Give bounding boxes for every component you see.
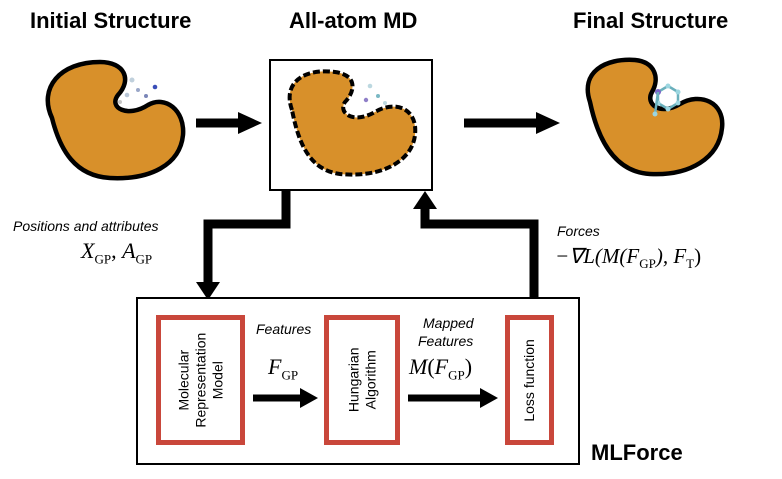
forces-math-label: −∇L(M(FGP), FT)	[555, 244, 702, 272]
features-label: Features	[256, 321, 312, 337]
hungarian-algorithm-box: Hungarian Algorithm	[324, 315, 400, 445]
initial-protein-shape	[45, 59, 186, 181]
arrow-forces-up	[420, 207, 539, 298]
mapped-label: Mapped	[423, 315, 474, 331]
loss-gradient-tail: ), F	[655, 244, 687, 268]
features-math-label: FGP	[268, 354, 298, 383]
hungarian-line-1: Hungarian	[345, 347, 362, 413]
loss-function-label: Loss function	[521, 338, 538, 422]
x-symbol: X	[81, 238, 95, 263]
mapped-f-subscript: GP	[448, 367, 465, 383]
ligand-molecule-icon	[652, 83, 681, 117]
molecular-representation-box: Molecular Representation Model	[156, 315, 245, 445]
features-f-subscript: GP	[281, 367, 299, 383]
positions-attributes-label: Positions and attributes	[13, 218, 159, 234]
mapped-features-label: Features	[418, 333, 474, 349]
f-subscript: GP	[639, 256, 656, 272]
positions-math-label: XGP, AGP	[81, 238, 153, 267]
final-structure-title: Final Structure	[573, 8, 729, 33]
a-symbol: A	[122, 238, 136, 263]
mlforce-label: MLForce	[591, 440, 683, 465]
mapped-math-label: M(FGP)	[409, 354, 473, 383]
md-protein-shape	[287, 69, 418, 177]
t-subscript: T	[686, 256, 695, 272]
all-atom-md-title: All-atom MD	[289, 8, 418, 33]
initial-structure-title: Initial Structure	[30, 8, 192, 33]
final-protein-shape	[585, 57, 725, 177]
molecular-line-3: Model	[208, 360, 225, 400]
x-subscript: GP	[94, 251, 112, 267]
molecular-line-2: Representation	[192, 332, 209, 428]
mapped-m-symbol: M	[409, 354, 428, 379]
features-f-symbol: F	[268, 354, 282, 379]
loss-gradient-prefix: −∇L(M(	[555, 244, 627, 268]
hungarian-line-2: Algorithm	[361, 350, 378, 410]
molecular-line-1: Molecular	[175, 349, 192, 411]
arrow-positions-down	[203, 190, 291, 285]
mapped-f-symbol: F	[434, 354, 449, 379]
loss-function-box: Loss function	[505, 315, 554, 445]
f-symbol: F	[626, 244, 640, 268]
forces-label: Forces	[557, 223, 600, 239]
a-subscript: GP	[135, 251, 153, 267]
